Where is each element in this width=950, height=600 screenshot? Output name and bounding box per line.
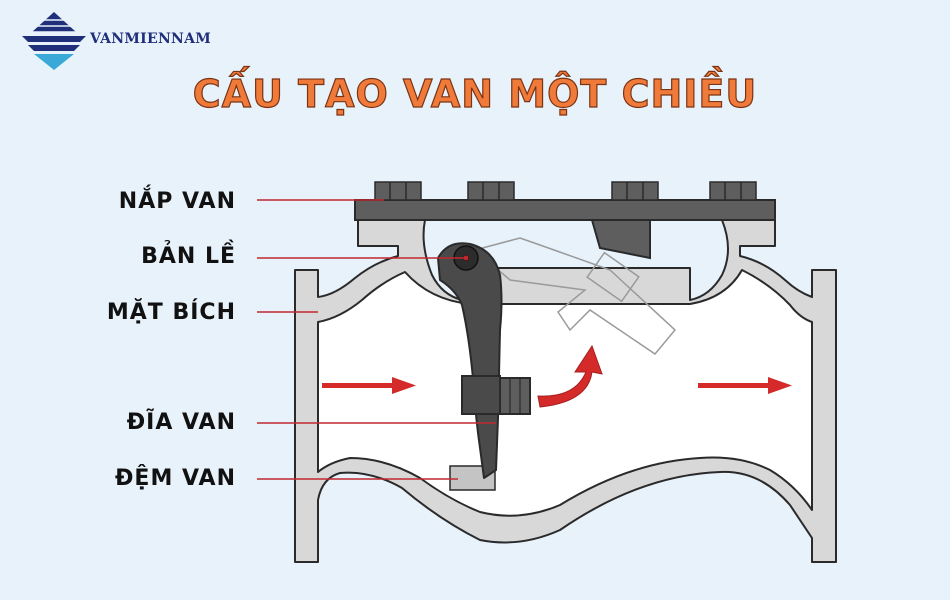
label-dem-van: ĐỆM VAN bbox=[115, 466, 236, 491]
cover-hanger bbox=[590, 219, 651, 260]
brand-logo-mark bbox=[22, 12, 86, 70]
label-ban-le: BẢN LỀ bbox=[141, 244, 236, 269]
valve-disc-arm bbox=[437, 242, 503, 479]
disc-nut bbox=[461, 375, 501, 415]
flow-arrow-out bbox=[698, 377, 792, 394]
cover-bolts bbox=[374, 181, 757, 201]
flow-arrow-lift bbox=[537, 344, 603, 408]
valve-cover bbox=[354, 199, 776, 221]
label-nap-van: NẮP VAN bbox=[118, 189, 236, 214]
page-title: CẤU TẠO VAN MỘT CHIỀU bbox=[192, 71, 758, 116]
brand-name: VANMIENNAM bbox=[90, 31, 212, 47]
flow-arrow-in bbox=[322, 377, 416, 394]
label-mat-bich: MẶT BÍCH bbox=[106, 300, 236, 325]
leader-lines bbox=[257, 199, 496, 480]
valve-seat bbox=[449, 465, 496, 491]
disc-nut-front bbox=[499, 377, 531, 415]
label-dia-van: ĐĨA VAN bbox=[126, 410, 236, 435]
brand-logo: VANMIENNAM bbox=[18, 10, 248, 70]
disc-open-position bbox=[473, 237, 677, 356]
